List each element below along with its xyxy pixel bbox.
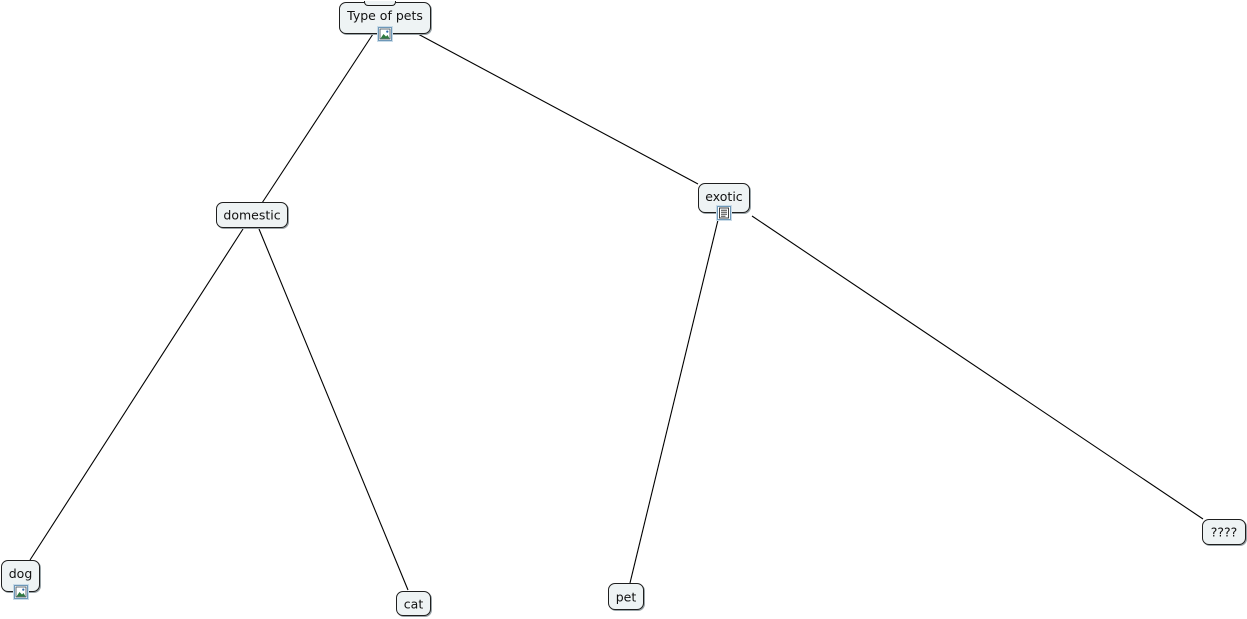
document-icon[interactable]	[717, 206, 731, 220]
node-top-tab	[364, 1, 396, 6]
concept-node-pet[interactable]: pet	[608, 583, 644, 610]
image-icon[interactable]	[13, 585, 28, 599]
link-domestic-dog	[29, 228, 244, 561]
concept-label-pet: pet	[615, 589, 637, 604]
concept-label-type-of-pets: Type of pets	[347, 8, 423, 23]
concept-node-dog[interactable]: dog	[1, 560, 40, 599]
concept-label-exotic: exotic	[705, 189, 743, 204]
concept-node-exotic[interactable]: exotic	[698, 183, 750, 220]
concept-label-unknown: ????	[1210, 524, 1238, 540]
link-root-exotic	[417, 33, 699, 185]
concept-node-unknown[interactable]: ????	[1202, 519, 1246, 545]
link-domestic-cat	[258, 228, 409, 591]
link-exotic-unknown	[751, 215, 1204, 520]
link-exotic-pet	[629, 219, 719, 584]
concept-node-type-of-pets[interactable]: Type of pets	[339, 1, 431, 41]
concept-label-domestic: domestic	[223, 207, 281, 223]
image-icon[interactable]	[378, 27, 392, 41]
concept-node-domestic[interactable]: domestic	[216, 202, 288, 228]
concept-label-dog: dog	[8, 566, 33, 581]
concept-node-cat[interactable]: cat	[396, 591, 431, 616]
link-root-domestic	[261, 33, 374, 204]
concept-label-cat: cat	[403, 596, 424, 611]
